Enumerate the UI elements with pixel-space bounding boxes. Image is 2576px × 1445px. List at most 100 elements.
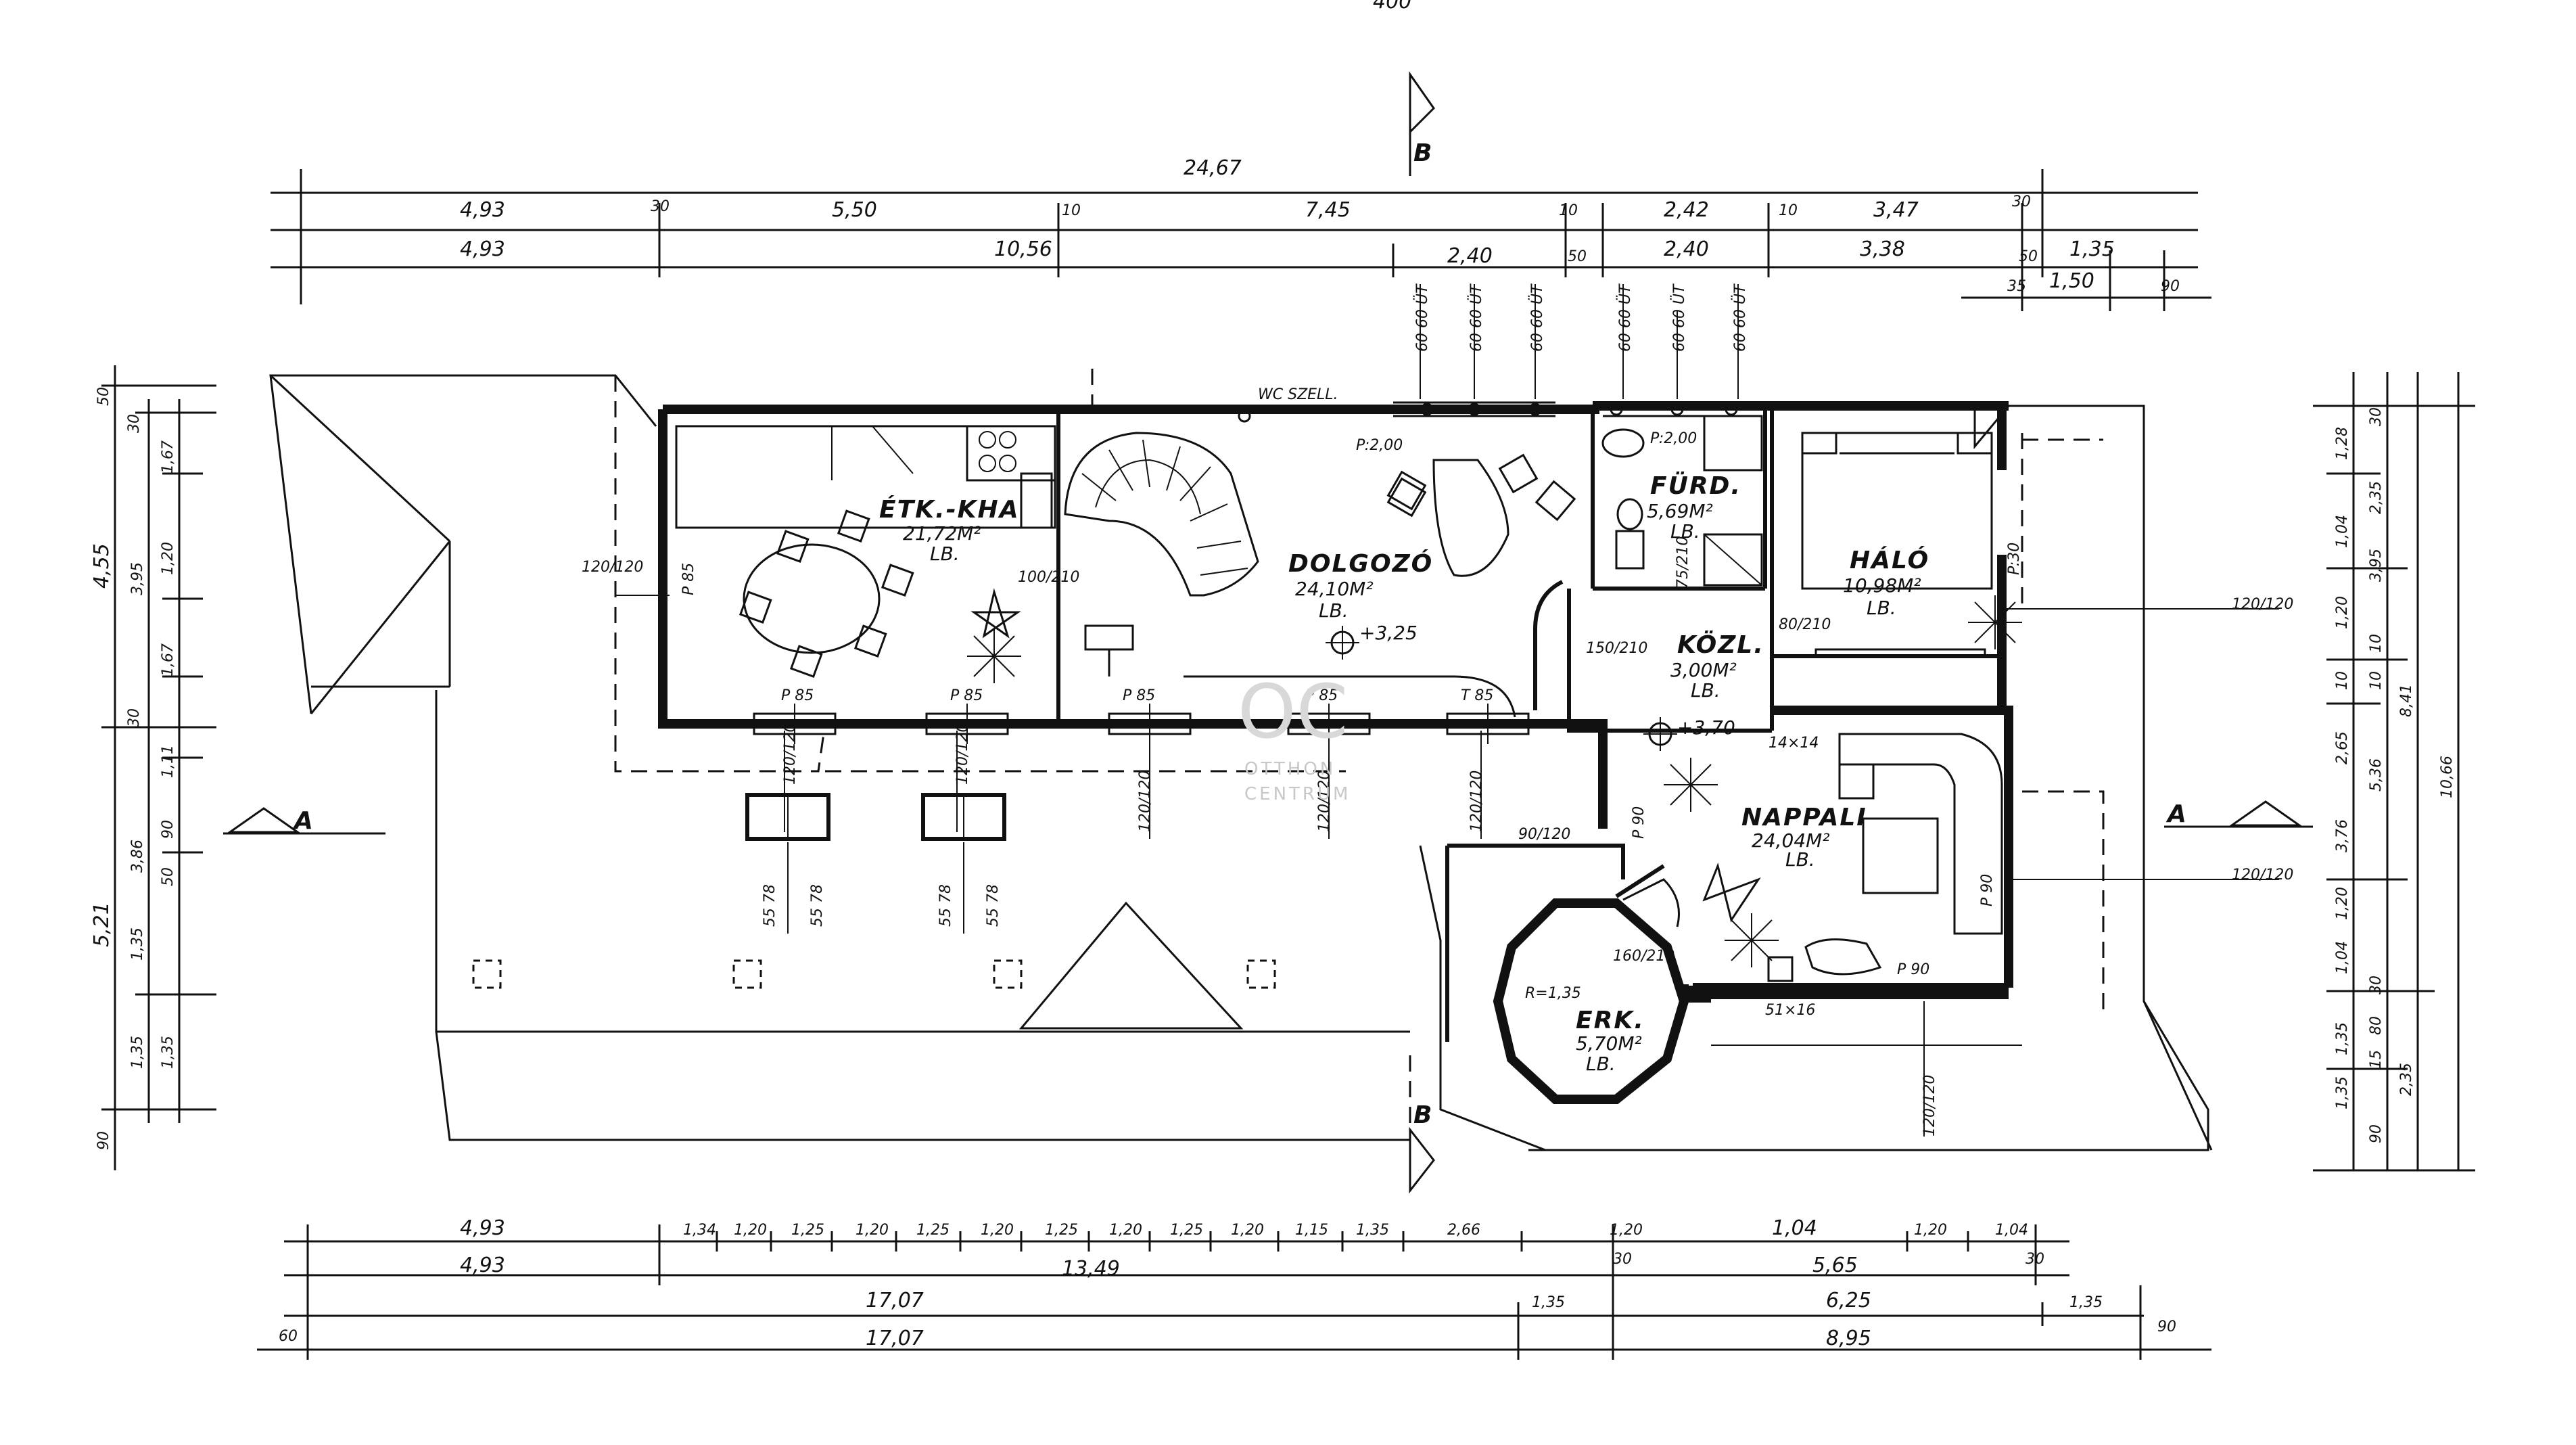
dim-right-c1-8: 1,35 (2334, 1022, 2351, 1055)
top-wall-windows (1238, 284, 1758, 423)
room-name: ERK. (1576, 1007, 1645, 1034)
vent-label-4: 60 60 ÜT (1670, 283, 1688, 352)
room-name: DOLGOZÓ (1288, 549, 1433, 578)
door-label-0: 100/210 (1018, 569, 1079, 586)
room-area: 24,10M² (1295, 578, 1374, 600)
dim-top-r1-3: 10 (1062, 202, 1081, 219)
room-area: 3,00M² (1670, 659, 1737, 681)
dim-bot-r1-12: 1,35 (1356, 1222, 1389, 1239)
room-floor: LB. (1867, 597, 1896, 619)
bedroom-bed (1801, 432, 1993, 658)
chimney-label-2: 51×16 (1765, 1002, 1815, 1019)
dim-left-innermost-4: 90 (160, 820, 177, 839)
dim-top-r2-7: 1,35 (2069, 237, 2115, 261)
room-label-etkezo-konyha: ÉTK.-KHA 21,72M² LB. (879, 495, 1018, 565)
dim-right-c2-1: 2,35 (2368, 481, 2385, 514)
spiral-staircase (1064, 432, 1259, 597)
section-marker-a-right (2164, 800, 2313, 828)
dim-bot-r3-2: 6,25 (1826, 1289, 1871, 1312)
dim-bot-r1-10: 1,20 (1231, 1222, 1264, 1239)
vent-label-0: 60 60 ÜT (1413, 283, 1431, 352)
section-marker-b-top (1409, 71, 1435, 176)
room-name: NAPPALI (1741, 804, 1867, 831)
kitchen-furniture (675, 425, 1056, 678)
opening-label-7: 120/120 (2232, 867, 2293, 884)
door-label-2: 75/210 (1675, 536, 1691, 589)
dim-right-c2-5: 5,36 (2368, 758, 2385, 792)
window-label-6: P 90 (1979, 874, 1996, 907)
opening-label-0: 120/120 (582, 559, 643, 576)
room-name: FÜRD. (1650, 472, 1741, 500)
dim-bot-r1-6: 1,20 (981, 1222, 1014, 1239)
dim-bot-r2-3: 5,65 (1812, 1254, 1858, 1277)
room-floor: LB. (1319, 599, 1349, 622)
door-label-5: 160/210 (1613, 948, 1675, 965)
living-furniture (1702, 733, 2003, 982)
dim-bot-r4-2: 8,95 (1826, 1327, 1871, 1350)
dim-right-c1-7: 1,04 (2334, 941, 2351, 974)
room-area: 21,72M² (903, 522, 981, 545)
vent-label-3: 60 60 ÜT (1616, 283, 1634, 352)
dim-bot-r1-7: 1,25 (1045, 1222, 1078, 1239)
vent-label-2: 60 60 ÜT (1528, 283, 1546, 352)
window-label-3: P 85 (1305, 687, 1338, 704)
opening-label-1: 120/120 (782, 723, 799, 785)
opening-label-5: 120/120 (1468, 771, 1485, 832)
dim-left-outer-2: 30 (126, 708, 143, 727)
top-dimension-lines (271, 169, 2211, 311)
room-label-erkely: ERK. 5,70M² LB. (1576, 1007, 1645, 1075)
room-floor: LB. (930, 543, 960, 565)
dim-right-c2-7: 80 (2368, 1016, 2385, 1035)
dim-bot-r2-4: 30 (2025, 1251, 2044, 1268)
dim-right-c2-9: 2,35 (2398, 1063, 2415, 1096)
dim-top-r3-1: 1,50 (2049, 269, 2094, 293)
section-label-b-bottom: B (1413, 1101, 1433, 1129)
vent-label-1: 60 60 ÜT (1468, 283, 1485, 352)
window-label-2: P 85 (1123, 687, 1155, 704)
dim-top-r1-1: 30 (651, 198, 670, 215)
dim-left-inner-4: 1,35 (129, 927, 146, 961)
roof-outline (269, 369, 2213, 1151)
dim-bot-r1-9: 1,25 (1170, 1222, 1203, 1239)
door-label-3: 80/210 (1779, 616, 1831, 633)
opening-label-6: 120/120 (2232, 596, 2293, 613)
watermark-logo-mark: OC (1238, 668, 1348, 755)
dim-right-c2-3: 10 (2368, 634, 2385, 653)
watermark-line2: CENTRUM (1244, 784, 1351, 804)
dim-bot-r1-16: 1,20 (1914, 1222, 1947, 1239)
dim-right-c2-10: 90 (2368, 1124, 2385, 1143)
level-label-1: +3,25 (1359, 622, 1418, 644)
dim-bot-r2-1: 13,49 (1062, 1257, 1120, 1281)
dim-right-c1-9: 1,35 (2334, 1076, 2351, 1109)
dim-bot-r4-0: 60 (279, 1328, 298, 1345)
room-floor: LB. (1586, 1053, 1616, 1075)
room-name: HÁLÓ (1850, 546, 1929, 574)
level-label-2: +3,70 (1677, 716, 1735, 739)
dim-top-r1-4: 7,45 (1305, 198, 1351, 222)
dim-right-c1-5: 3,76 (2334, 819, 2351, 852)
plant-symbols (967, 595, 2022, 967)
skylight-label-1: 55 78 (809, 884, 826, 927)
section-marker-b-bottom (1409, 1055, 1435, 1194)
dim-left-innermost-3: 1,11 (160, 745, 177, 778)
dim-left-outer-0: 50 (95, 387, 112, 406)
window-label-9: P:30 (2006, 543, 2023, 575)
radius-label: R=1,35 (1525, 985, 1581, 1002)
oriel-balcony (1493, 864, 1697, 1104)
door-label-4: 90/120 (1518, 826, 1570, 843)
window-label-4: T 85 (1461, 687, 1493, 704)
dim-right-c1-0: 1,28 (2334, 427, 2351, 460)
opening-label-8: 120/120 (1921, 1075, 1938, 1137)
dim-top-r2-5: 3,38 (1860, 237, 1905, 261)
opening-label-3: 120/120 (1137, 771, 1154, 832)
dim-top-r1-5: 10 (1559, 202, 1578, 219)
dim-left-innermost-5: 50 (160, 867, 177, 886)
dim-right-c1-4: 2,65 (2334, 731, 2351, 764)
dim-top-r3-0: 35 (2007, 278, 2026, 295)
section-label-a-right: A (2165, 800, 2188, 828)
dim-bot-r1-11: 1,15 (1295, 1222, 1328, 1239)
room-floor: LB. (1691, 679, 1720, 702)
parapet-label-furd: P:2,00 (1650, 430, 1697, 447)
dim-right-c2-6: 30 (2368, 976, 2385, 994)
